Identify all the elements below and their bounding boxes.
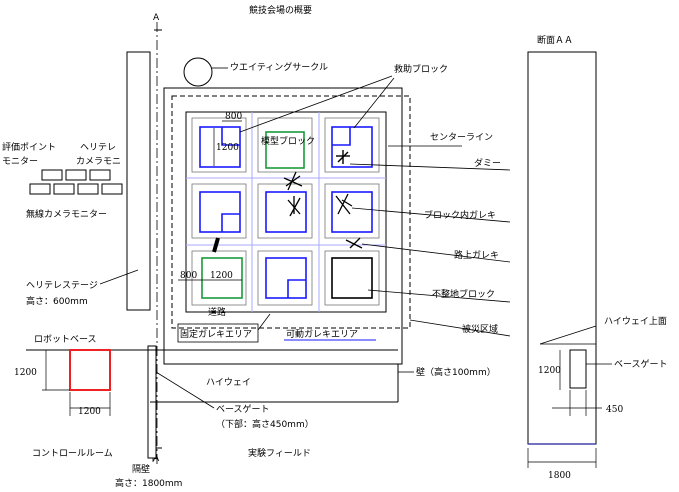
- waiting-circle: [183, 57, 213, 87]
- block-r2c3: [331, 191, 373, 233]
- section-base-gate-label: ベースゲート: [614, 358, 668, 370]
- road-rubble: [345, 237, 363, 249]
- fixed-rubble-label: 固定ガレキエリア: [180, 328, 252, 340]
- highway-label: ハイウェイ: [206, 377, 251, 388]
- dim-800-top: 800: [222, 112, 242, 122]
- base-gate-leader: [155, 371, 215, 409]
- dim-1200-side: 1200: [213, 128, 239, 166]
- dim-section-width: 1800: [527, 448, 597, 481]
- test-field-outline: [163, 87, 403, 365]
- rubble-inside-blocks: [283, 171, 353, 217]
- block-r2c2: [265, 191, 307, 233]
- svg-text:1200: 1200: [538, 366, 561, 376]
- disaster-area-outline: [171, 95, 411, 329]
- model-block-label: 模型ブロック: [261, 135, 315, 147]
- heli-cam-label-1: ヘリテレ: [80, 142, 116, 153]
- model-block: [265, 131, 305, 169]
- dummy-figure: [336, 150, 350, 164]
- axis-marker-top: A: [153, 13, 160, 23]
- rough-terrain-block: [331, 257, 373, 299]
- rescue-block-leader-2: [353, 77, 395, 129]
- dummy-label: ダミー: [474, 157, 501, 169]
- fixed-rubble-area-box: [177, 323, 259, 343]
- base-gate-note: （下部：高さ450mm）: [216, 418, 314, 430]
- block-r1c3: [331, 126, 373, 168]
- page-title: 競技会場の概要: [249, 4, 312, 16]
- svg-text:800: 800: [225, 112, 242, 122]
- dim-800-bottom: 800: [178, 271, 202, 281]
- waiting-circle-label: ウエイティングサークル: [230, 61, 328, 73]
- dim-1200-bottom: 1200: [202, 271, 242, 281]
- block-rubble-label: ブロック内ガレキ: [424, 209, 496, 221]
- block-r2c1: [199, 191, 241, 233]
- section-label: 断面ＡＡ: [537, 34, 573, 46]
- test-field-label: 実験フィールド: [248, 447, 311, 459]
- section-base-gate: [569, 349, 587, 389]
- dummy-leader: [349, 163, 511, 171]
- robot-base-box: [69, 349, 111, 391]
- eval-monitor-label-1: 評価ポイント: [2, 141, 56, 153]
- dim-robot-width: 1200: [69, 392, 111, 417]
- rough-block-label: 不整地ブロック: [432, 288, 495, 300]
- wireless-monitor-label: 無線カメラモニター: [26, 208, 107, 220]
- heli-cam-label-2: カメラモニ: [76, 156, 121, 167]
- center-line-label: センターライン: [430, 132, 493, 143]
- svg-text:800: 800: [180, 271, 197, 281]
- svg-text:1200: 1200: [216, 143, 239, 153]
- heli-stage-leader: [99, 269, 139, 285]
- svg-text:1200: 1200: [78, 407, 101, 417]
- dim-robot-height: 1200: [14, 350, 70, 391]
- base-gate-label: ベースゲート: [216, 403, 270, 415]
- axis-marker-bottom: A: [153, 454, 160, 464]
- road-rubble-leader: [361, 243, 511, 263]
- robot-base-label: ロボットベース: [34, 334, 97, 345]
- svg-text:1200: 1200: [14, 368, 37, 378]
- wall-height-label: 壁（高さ100mm）: [416, 366, 496, 378]
- rescue-block-label: 救助ブロック: [394, 63, 448, 75]
- rough-block-leader: [367, 289, 511, 303]
- rubble-label-leader: [257, 313, 271, 331]
- highway-top-leader: [539, 325, 597, 345]
- highway-top-label: ハイウェイ上面: [604, 316, 667, 327]
- svg-text:1800: 1800: [548, 471, 571, 481]
- block-r1c1: [199, 126, 241, 168]
- block-r3c1: [201, 257, 243, 299]
- disaster-area-leader: [409, 319, 511, 337]
- eval-monitor-label-2: モニター: [2, 156, 38, 167]
- dim-section-gate: 450: [552, 390, 623, 416]
- fallen-beam: [212, 237, 220, 253]
- road-label: 道路: [208, 306, 226, 318]
- svg-text:1200: 1200: [210, 271, 233, 281]
- partition-height-label: 高さ：1800mm: [115, 477, 182, 489]
- rescue-block-leader-1: [239, 75, 393, 133]
- block-r3c2: [265, 257, 307, 299]
- block-rubble-leader: [351, 207, 511, 223]
- partition-label: 隔壁: [132, 463, 150, 475]
- control-room-label: コントロールルーム: [32, 448, 113, 459]
- movable-rubble-label: 可動ガレキエリア: [286, 329, 358, 340]
- dim-section-height: 1200: [538, 350, 561, 390]
- heli-stage-label: ヘリテレステージ: [26, 280, 98, 291]
- heli-stage: [126, 51, 151, 311]
- road-rubble-label: 路上ガレキ: [454, 249, 499, 261]
- disaster-area-label: 被災区域: [462, 323, 498, 335]
- svg-text:450: 450: [606, 405, 623, 415]
- heli-stage-height-label: 高さ：600mm: [26, 295, 88, 307]
- monitor-stack: [29, 169, 123, 195]
